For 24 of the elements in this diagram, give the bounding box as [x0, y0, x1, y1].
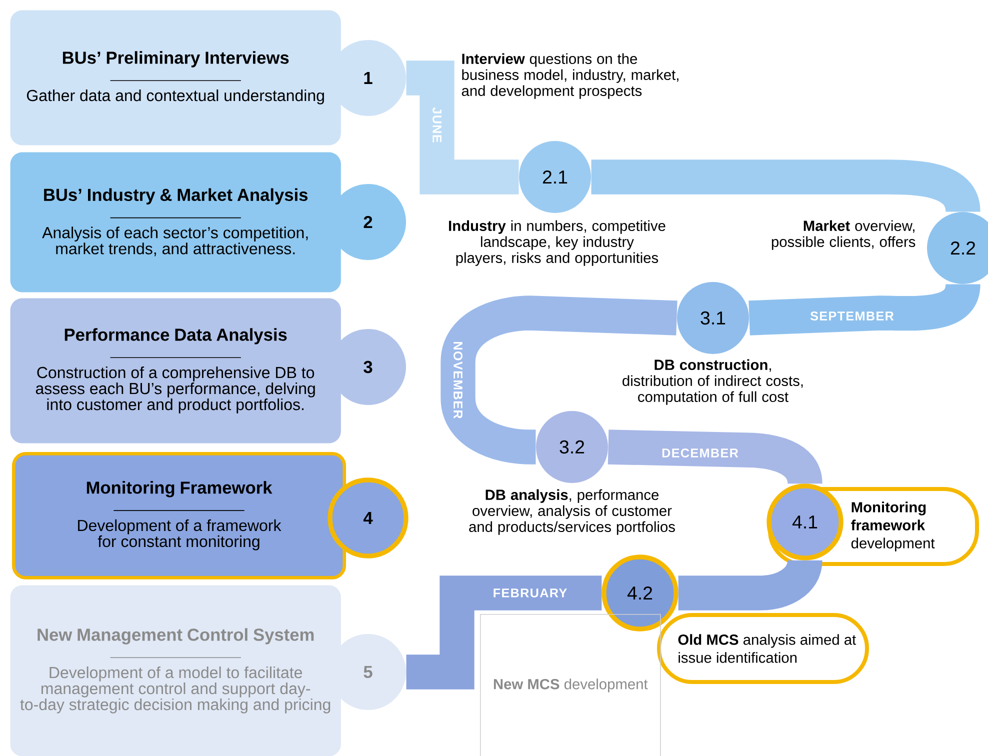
month-label: FEBRUARY — [494, 588, 567, 598]
road-segment — [406, 576, 602, 690]
node-label: 5 — [364, 666, 372, 678]
month-label: NOVEMBER — [454, 342, 462, 419]
month-label: JUNE — [432, 107, 442, 142]
month-label: DECEMBER — [662, 448, 738, 458]
description-text: DB construction, distribution of indirect costs, computation of full cost — [622, 359, 803, 405]
description-text: Industry in numbers, competitive landscape, key industry players, risks and opportunities — [449, 220, 666, 266]
node-label: 3 — [364, 360, 372, 374]
description-text: DB analysis, performance overview, analysis of customer and products/services portfolios — [469, 489, 675, 535]
outlined-panel: New MCS development — [480, 614, 661, 756]
description-text: Interview questions on the business model, industry, market, and development prospects — [462, 53, 678, 99]
month-label: SEPTEMBER — [810, 312, 894, 320]
road-segment — [608, 430, 822, 486]
callout-pill: Old MCS analysis aimed at issue identification — [657, 613, 869, 684]
node-label: 2 — [364, 216, 372, 228]
road-segment — [748, 282, 980, 336]
road-segment — [406, 60, 519, 194]
description-text: Market overview, possible clients, offers — [772, 220, 916, 250]
road-segment — [678, 558, 822, 610]
stage-card: New Management Control System Development of a model to facilitate management control and support day-to-day strategic decision making and pricing — [10, 585, 341, 756]
road-segment — [440, 296, 678, 464]
node-label: 1 — [364, 72, 372, 84]
road-segment — [591, 160, 980, 214]
